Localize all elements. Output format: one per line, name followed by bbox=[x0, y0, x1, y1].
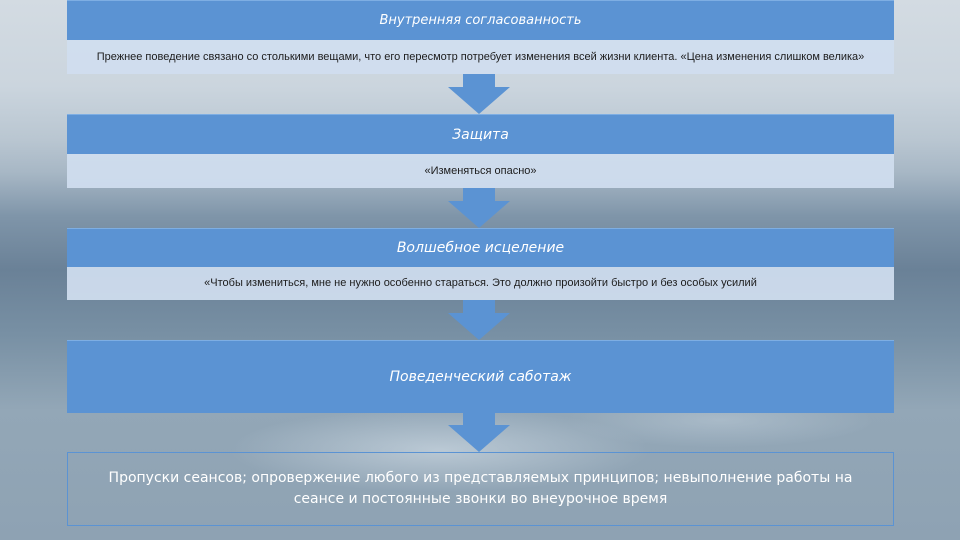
step-2-note: «Изменяться опасно» bbox=[67, 154, 894, 188]
step-4-header: Поведенческий саботаж bbox=[67, 340, 894, 413]
step-1-note: Прежнее поведение связано со столькими в… bbox=[67, 40, 894, 74]
down-arrow-4 bbox=[448, 412, 510, 452]
step-2-text: «Изменяться опасно» bbox=[424, 164, 537, 177]
down-arrow-1 bbox=[448, 74, 510, 114]
step-3-title: Волшебное исцеление bbox=[396, 240, 565, 256]
step-1-header: Внутренняя согласованность bbox=[67, 0, 894, 40]
down-arrow-2 bbox=[448, 188, 510, 228]
step-1-title: Внутренняя согласованность bbox=[379, 13, 582, 28]
down-arrow-3 bbox=[448, 300, 510, 340]
step-2-header: Защита bbox=[67, 114, 894, 154]
step-3-text: «Чтобы измениться, мне не нужно особенно… bbox=[204, 277, 757, 289]
step-3-header: Волшебное исцеление bbox=[67, 228, 894, 267]
result-box: Пропуски сеансов; опровержение любого из… bbox=[67, 452, 894, 526]
step-2-title: Защита bbox=[452, 126, 509, 143]
step-4-title: Поведенческий саботаж bbox=[389, 369, 572, 385]
step-1-text: Прежнее поведение связано со столькими в… bbox=[96, 50, 865, 63]
result-text: Пропуски сеансов; опровержение любого из… bbox=[108, 470, 853, 507]
step-3-note: «Чтобы измениться, мне не нужно особенно… bbox=[67, 267, 894, 300]
